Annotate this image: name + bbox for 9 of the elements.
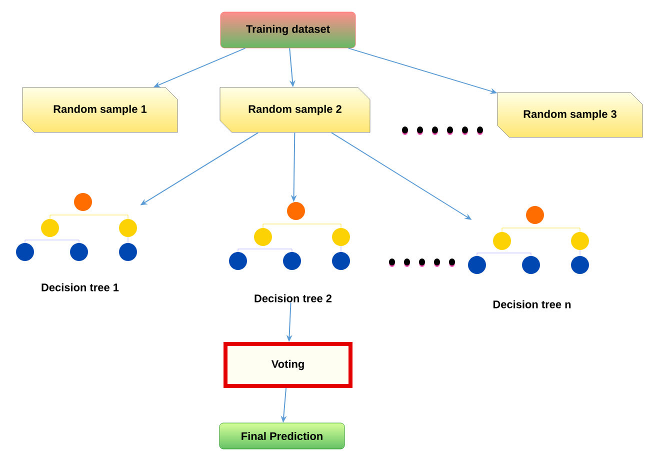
prediction-box: Final Prediction bbox=[219, 422, 345, 450]
tree-label: Decision tree n bbox=[493, 300, 571, 308]
tree-label: Decision tree 1 bbox=[42, 283, 119, 292]
tree-label: Decision tree 2 bbox=[254, 294, 332, 302]
sample-box: Random sample 1 bbox=[22, 87, 178, 133]
sample-box: Random sample 3 bbox=[497, 92, 643, 138]
voting-box: Voting bbox=[224, 342, 352, 388]
sample-box: Random sample 2 bbox=[220, 87, 370, 133]
dataset-box: Training dataset bbox=[220, 12, 356, 48]
